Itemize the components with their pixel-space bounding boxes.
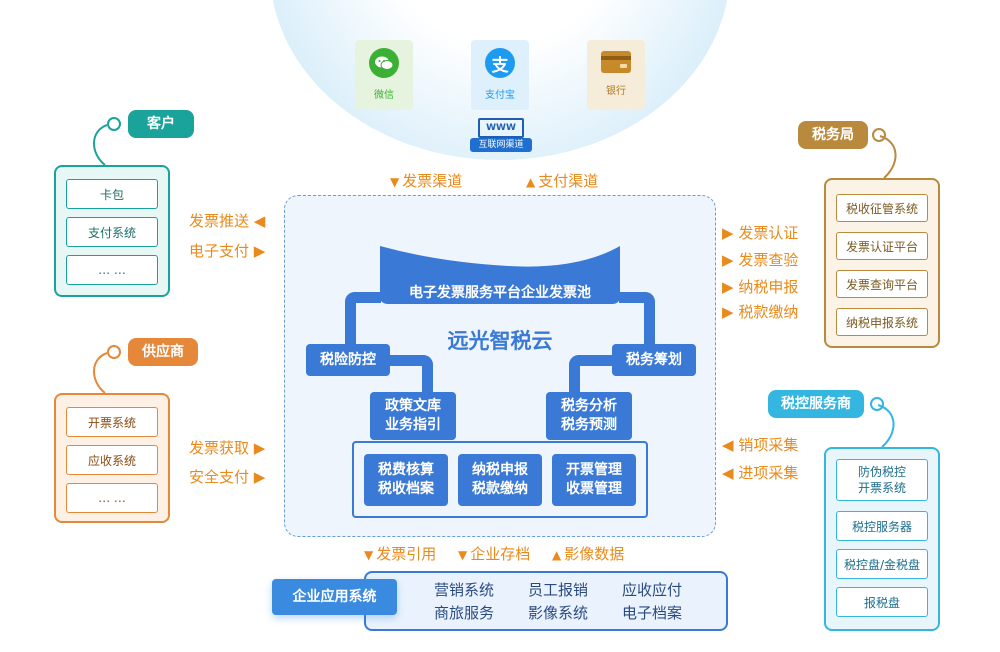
flow-invoice-fetch: 发票获取 ▶ [189,439,266,457]
flow-e-payment: 电子支付 ▶ [189,242,266,260]
module-invoice-management[interactable]: 开票管理 收票管理 [552,454,636,506]
tax-planning-box[interactable]: 税务筹划 [612,344,696,376]
supplier-item-more[interactable]: … … [66,483,158,513]
tax-item-collection-system[interactable]: 税收征管系统 [836,194,928,222]
policy-library-box[interactable]: 政策文库 业务指引 [370,392,456,440]
bank-card-icon [600,50,632,78]
enterprise-apps-bar [364,571,728,631]
pipe-right-down [644,292,655,350]
flow-tax-payment: ▶ 税款缴纳 [722,303,799,321]
tax-service-item-report-disk[interactable]: 报税盘 [836,587,928,617]
customer-tag-hole [107,117,121,131]
flow-input-collection: ◀ 进项采集 [722,464,799,482]
supplier-item-receivable-system[interactable]: 应收系统 [66,445,158,475]
bank-card[interactable]: 银行 [587,40,645,110]
invoice-pool-shape [380,246,620,304]
wechat-label: 微信 [374,90,394,101]
customer-item-payment-system[interactable]: 支付系统 [66,217,158,247]
tax-service-item-anti-counterfeit[interactable]: 防伪税控 开票系统 [836,459,928,501]
supplier-title: 供应商 [128,338,198,366]
customer-item-card-wallet[interactable]: 卡包 [66,179,158,209]
pipe-planning-to-analysis [569,355,615,366]
flow-enterprise-archive: ▼企业存档 [458,545,531,563]
internet-channel-label: 互联网渠道 [470,138,532,152]
app-image-system[interactable]: 影像系统 [528,604,589,622]
alipay-label: 支付宝 [485,90,515,101]
tax-service-tag-box: 防伪税控 开票系统 税控服务器 税控盘/金税盘 报税盘 [824,447,940,631]
tax-item-declaration-system[interactable]: 纳税申报系统 [836,308,928,336]
wechat-icon [369,48,399,78]
pipe-pool-left [345,292,381,303]
invoice-pool-label: 电子发票服务平台企业发票池 [409,285,591,301]
flow-invoice-push: 发票推送 ◀ [189,212,266,230]
customer-item-more[interactable]: … … [66,255,158,285]
flow-output-collection: ◀ 销项采集 [722,436,799,454]
pipe-pool-right [619,292,655,303]
pipe-left-down [345,292,356,350]
enterprise-apps-title: 企业应用系统 [272,579,397,615]
flow-invoice-certification: ▶ 发票认证 [722,224,799,242]
internet-channel: WWW 互联网渠道 [470,118,532,154]
tax-service-item-server[interactable]: 税控服务器 [836,511,928,541]
bank-label: 银行 [606,86,626,97]
module-tax-accounting[interactable]: 税费核算 税收档案 [364,454,448,506]
tax-service-title: 税控服务商 [768,390,864,418]
module-tax-declaration[interactable]: 纳税申报 税款缴纳 [458,454,542,506]
supplier-tag-string [93,352,108,394]
tax-service-tag-hole [870,397,884,411]
pipe-risk-to-policy [387,355,433,366]
app-travel[interactable]: 商旅服务 [434,604,495,622]
tax-bureau-tag-hole [872,128,886,142]
tax-bureau-tag-string [879,135,897,179]
customer-tag-string [93,124,108,166]
app-e-archive[interactable]: 电子档案 [622,604,683,622]
tax-bureau-title: 税务局 [798,121,868,149]
flow-image-data: ▲影像数据 [552,545,625,563]
alipay-icon: 支 [485,48,515,78]
customer-title: 客户 [128,110,194,138]
flow-invoice-reference: ▼发票引用 [364,545,437,563]
flow-invoice-channel: ▼发票渠道 [390,172,463,190]
pipe-risk-down [422,355,433,395]
risk-control-box[interactable]: 税险防控 [306,344,390,376]
tax-item-certification-platform[interactable]: 发票认证平台 [836,232,928,260]
tax-service-tag-string [877,404,895,448]
supplier-item-invoicing-system[interactable]: 开票系统 [66,407,158,437]
app-marketing[interactable]: 营销系统 [434,581,495,599]
tax-item-query-platform[interactable]: 发票查询平台 [836,270,928,298]
tax-bureau-tag-box: 税收征管系统 发票认证平台 发票查询平台 纳税申报系统 [824,178,940,348]
pipe-planning-down [569,355,580,395]
supplier-tag-hole [107,345,121,359]
brand-title: 远光智税云 [447,329,553,353]
app-receivable-payable[interactable]: 应收应付 [622,581,683,599]
tax-analysis-box[interactable]: 税务分析 税务预测 [546,392,632,440]
app-expense[interactable]: 员工报销 [528,581,589,599]
flow-payment-channel: ▲支付渠道 [526,172,599,190]
www-screen-icon: WWW [478,118,524,138]
flow-tax-declaration: ▶ 纳税申报 [722,278,799,296]
supplier-tag-box: 开票系统 应收系统 … … [54,393,170,523]
customer-tag-box: 卡包 支付系统 … … [54,165,170,297]
flow-invoice-verification: ▶ 发票查验 [722,251,799,269]
alipay-card[interactable]: 支 支付宝 [471,40,529,110]
wechat-card[interactable]: 微信 [355,40,413,110]
tax-service-item-tax-disk[interactable]: 税控盘/金税盘 [836,549,928,579]
flow-secure-payment: 安全支付 ▶ [189,468,266,486]
